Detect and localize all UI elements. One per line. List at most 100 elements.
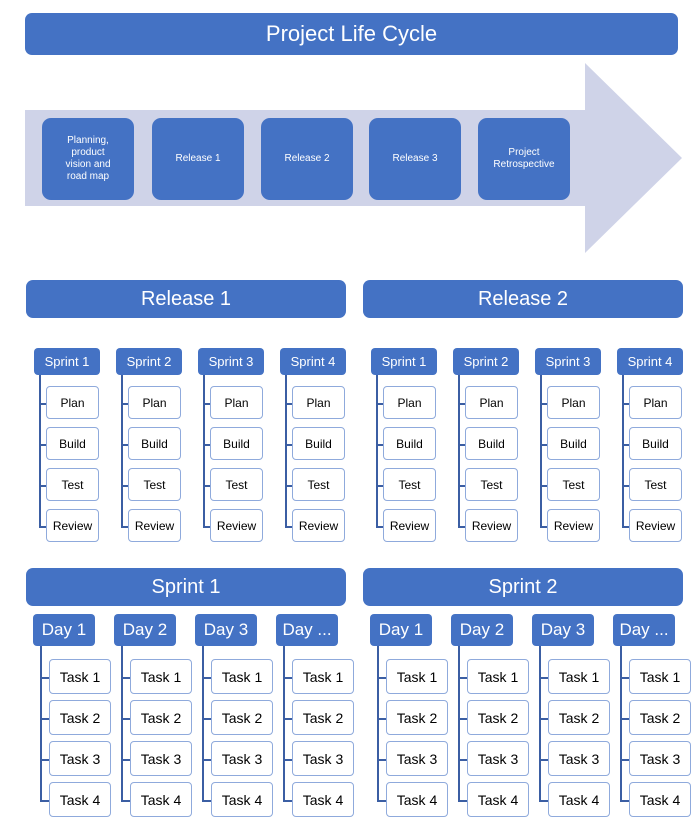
sprint-item-box[interactable]: Task 1 (467, 659, 529, 694)
release-item-box[interactable]: Review (383, 509, 436, 542)
phase-box-release-1[interactable]: Release 1 (152, 118, 244, 200)
release-item-box[interactable]: Review (465, 509, 518, 542)
tree-trunk-line (285, 375, 287, 526)
release-item-box[interactable]: Test (629, 468, 682, 501)
tree-trunk-line (376, 375, 378, 526)
release-item-box[interactable]: Build (292, 427, 345, 460)
release-item-box[interactable]: Test (210, 468, 263, 501)
release-column-header[interactable]: Sprint 2 (116, 348, 182, 375)
release-column-header[interactable]: Sprint 2 (453, 348, 519, 375)
tree-connector-line (458, 799, 467, 802)
release-item-box[interactable]: Test (128, 468, 181, 501)
tree-connector-line (283, 799, 292, 802)
sprint-item-box[interactable]: Task 2 (629, 700, 691, 735)
release-column-header[interactable]: Sprint 3 (535, 348, 601, 375)
release-item-box[interactable]: Plan (46, 386, 99, 419)
sprint-item-box[interactable]: Task 2 (292, 700, 354, 735)
sprint-column-header[interactable]: Day 2 (114, 614, 176, 646)
release-item-box[interactable]: Review (46, 509, 99, 542)
release-item-box[interactable]: Build (383, 427, 436, 460)
sprint-item-box[interactable]: Task 3 (292, 741, 354, 776)
sprint-item-box[interactable]: Task 3 (49, 741, 111, 776)
tree-connector-line (620, 717, 629, 720)
release-item-box[interactable]: Plan (465, 386, 518, 419)
release-column-header[interactable]: Sprint 1 (371, 348, 437, 375)
sprint-item-box[interactable]: Task 4 (467, 782, 529, 817)
sprint-column-header[interactable]: Day 2 (451, 614, 513, 646)
tree-trunk-line (121, 375, 123, 526)
sprint-item-box[interactable]: Task 1 (629, 659, 691, 694)
sprint-item-box[interactable]: Task 1 (49, 659, 111, 694)
sprint-item-box[interactable]: Task 3 (629, 741, 691, 776)
sprint-item-box[interactable]: Task 4 (629, 782, 691, 817)
sprint-item-box[interactable]: Task 2 (49, 700, 111, 735)
release-item-box[interactable]: Plan (210, 386, 263, 419)
tree-connector-line (377, 676, 386, 679)
tree-connector-line (458, 676, 467, 679)
sprint-item-box[interactable]: Task 3 (211, 741, 273, 776)
release-item-box[interactable]: Build (465, 427, 518, 460)
release-item-box[interactable]: Test (465, 468, 518, 501)
sprint-item-box[interactable]: Task 2 (467, 700, 529, 735)
sprint-item-box[interactable]: Task 1 (292, 659, 354, 694)
phase-box-project-retrospective[interactable]: Project Retrospective (478, 118, 570, 200)
release-item-box[interactable]: Review (547, 509, 600, 542)
sprint-item-box[interactable]: Task 4 (49, 782, 111, 817)
sprint-item-box[interactable]: Task 3 (386, 741, 448, 776)
sprint-column-header[interactable]: Day 1 (33, 614, 95, 646)
sprint-column-header[interactable]: Day ... (613, 614, 675, 646)
release-item-box[interactable]: Test (292, 468, 345, 501)
release-column-header[interactable]: Sprint 1 (34, 348, 100, 375)
sprint-item-box[interactable]: Task 4 (548, 782, 610, 817)
sprint-column-header[interactable]: Day 1 (370, 614, 432, 646)
release-item-box[interactable]: Review (629, 509, 682, 542)
sprint-column-header[interactable]: Day 3 (532, 614, 594, 646)
sprint-item-box[interactable]: Task 2 (386, 700, 448, 735)
release-item-box[interactable]: Review (128, 509, 181, 542)
release-item-box[interactable]: Plan (629, 386, 682, 419)
sprint-item-box[interactable]: Task 4 (130, 782, 192, 817)
release-item-box[interactable]: Plan (547, 386, 600, 419)
tree-connector-line (285, 402, 292, 405)
sprint-item-box[interactable]: Task 3 (548, 741, 610, 776)
tree-connector-line (39, 443, 46, 446)
release-item-box[interactable]: Plan (383, 386, 436, 419)
sprint-column-header[interactable]: Day 3 (195, 614, 257, 646)
release-item-box[interactable]: Build (629, 427, 682, 460)
phase-label-line: vision and (65, 159, 111, 170)
release-item-box[interactable]: Build (46, 427, 99, 460)
sprint-item-box[interactable]: Task 1 (386, 659, 448, 694)
release-item-box[interactable]: Build (547, 427, 600, 460)
sprint-item-box[interactable]: Task 2 (548, 700, 610, 735)
sprint-item-box[interactable]: Task 3 (130, 741, 192, 776)
release-item-box[interactable]: Build (128, 427, 181, 460)
phase-box-release-3[interactable]: Release 3 (369, 118, 461, 200)
sprint-item-box[interactable]: Task 4 (211, 782, 273, 817)
release-item-box[interactable]: Plan (292, 386, 345, 419)
sprint-item-box[interactable]: Task 2 (130, 700, 192, 735)
sprint-item-box[interactable]: Task 1 (211, 659, 273, 694)
release-item-box[interactable]: Test (547, 468, 600, 501)
release-item-box[interactable]: Test (46, 468, 99, 501)
tree-connector-line (620, 758, 629, 761)
release-column-header[interactable]: Sprint 3 (198, 348, 264, 375)
sprint-item-box[interactable]: Task 3 (467, 741, 529, 776)
release-column-header[interactable]: Sprint 4 (280, 348, 346, 375)
sprint-item-box[interactable]: Task 4 (292, 782, 354, 817)
sprint-item-box[interactable]: Task 1 (548, 659, 610, 694)
release-item-box[interactable]: Review (292, 509, 345, 542)
phase-label-line: road map (66, 171, 110, 183)
phase-box-release-2[interactable]: Release 2 (261, 118, 353, 200)
sprint-column-header[interactable]: Day ... (276, 614, 338, 646)
tree-connector-line (540, 443, 547, 446)
phase-box-planning[interactable]: Planning, product vision and road map (42, 118, 134, 200)
release-column-header[interactable]: Sprint 4 (617, 348, 683, 375)
tree-connector-line (540, 402, 547, 405)
release-item-box[interactable]: Test (383, 468, 436, 501)
sprint-item-box[interactable]: Task 1 (130, 659, 192, 694)
sprint-item-box[interactable]: Task 2 (211, 700, 273, 735)
release-item-box[interactable]: Review (210, 509, 263, 542)
release-item-box[interactable]: Build (210, 427, 263, 460)
release-item-box[interactable]: Plan (128, 386, 181, 419)
sprint-item-box[interactable]: Task 4 (386, 782, 448, 817)
